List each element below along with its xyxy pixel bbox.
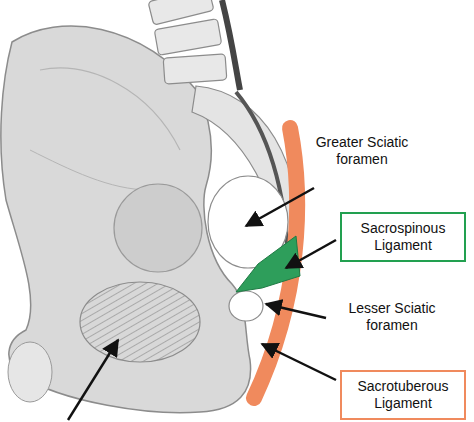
sacrospinous-ligament [236,236,300,292]
spinal-canal [222,0,240,90]
sacrum [192,86,299,272]
lesser-sciatic-foramen [229,291,263,321]
part-label: Greater Sciatic foramen [302,134,422,168]
leader-arrows [68,188,336,420]
lumbar-vertebrae [148,0,227,84]
callout-box: Sacrospinous Ligament [340,212,466,262]
label-text: Lesser Sciatic foramen [332,300,452,334]
callout-box: Sacrotuberous Ligament [340,370,466,420]
pubic-symphysis [8,342,52,402]
obturator-membrane [80,282,200,362]
part-label: Lesser Sciatic foramen [332,300,452,334]
box-text: Sacrotuberous Ligament [348,378,458,412]
label-text: Greater Sciatic foramen [302,134,422,168]
box-text: Sacrospinous Ligament [348,220,458,254]
acetabulum [114,184,202,272]
